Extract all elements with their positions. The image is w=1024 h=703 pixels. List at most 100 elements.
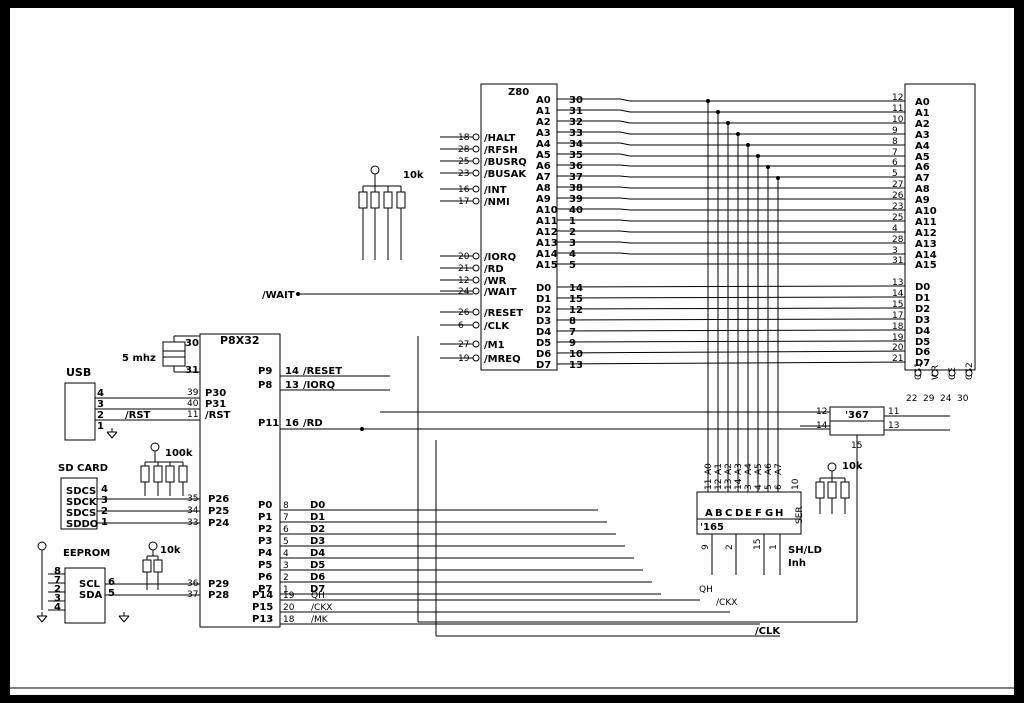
ground-symbol [106,431,113,439]
z80-addr-pin: 38 [569,183,583,194]
mcu-port-name: P5 [258,560,272,571]
shift-bottom-pin: 2 [725,544,735,550]
mcu-xtal-pin: 31 [185,365,199,376]
address-wire [619,230,631,233]
mem-addr-pin: 5 [892,169,898,179]
pin-bubble [472,276,480,284]
z80-data-label: D5 [536,338,551,349]
mem-addr-pin: 23 [892,202,903,212]
mcu-bottom-name: P15 [252,602,273,613]
z80-control-label: /HALT [484,133,515,144]
address-wire [619,252,631,255]
usb-pin-num: 1 [97,421,104,432]
mem-data-pin: 17 [892,311,903,321]
data-wire [556,296,906,299]
z80-chip [480,83,558,371]
z80-addr-pin: 33 [569,128,583,139]
mem-data-label: D0 [915,282,930,293]
pin-bubble [931,369,939,377]
mem-addr-label: A3 [915,130,930,141]
mcu-port-pin: 8 [283,501,289,511]
mcu-port-name: P3 [258,536,272,547]
pin-bubble [948,369,956,377]
mcu-usb-pin: 39 [187,388,199,398]
z80-data-label: D7 [536,360,551,371]
z80-data-label: D0 [536,283,551,294]
power-symbol [37,541,47,551]
mem-data-pin: 20 [892,343,904,353]
mcu-port-signal: D4 [310,548,325,559]
shld-label: SH/LD [788,545,822,556]
mcu-ee-name: P28 [208,590,229,601]
z80-data-label: D2 [536,305,551,316]
z80-addr-label: A5 [536,150,551,161]
address-wire [619,98,631,102]
mcu-port-name: P7 [258,584,272,595]
z80-control-label: /RESET [484,308,523,319]
mcu-bottom-name: P14 [252,590,273,601]
ground-symbol [41,615,48,623]
shift-input-addr: A6 [764,463,774,475]
mem-addr-label: A7 [915,173,930,184]
z80-addr-pin: 34 [569,139,583,150]
mcu-bottom-name: P13 [252,614,273,625]
data-wire [556,307,906,310]
mem-data-pin: 15 [892,300,903,310]
resistor [827,481,837,499]
mcu-port-pin: 2 [283,573,289,583]
z80-control-pin: 12 [458,276,469,286]
ckx-label: /CKX [716,598,737,608]
pin-bubble [472,354,480,362]
resistor [358,191,368,209]
z80-control-label: /RFSH [484,145,518,156]
mem-addr-pin: 7 [892,148,898,158]
shift-input-addr: A0 [704,463,714,475]
z80-data-pin: 14 [569,283,583,294]
z80-control-pin: 28 [458,145,470,155]
shift-input-addr: A5 [754,463,764,475]
z80-control-label: /MREQ [484,354,521,365]
pin-bubble [472,197,480,205]
shift-ser-pin: 10 [791,478,801,490]
mcu-sd-name: P25 [208,506,229,517]
mem-addr-label: A9 [915,195,930,206]
z80-control-pin: 23 [458,169,469,179]
buffer-title: '367 [845,410,869,421]
address-wire [619,186,631,189]
mcu-port-name: P2 [258,524,272,535]
ee-right-pin: 5 [108,588,115,599]
buffer-out-pin: 11 [888,407,899,417]
mem-addr-pin: 25 [892,213,903,223]
pin-bubble [472,157,480,165]
power-symbol [370,165,380,175]
sdcard-label: SD CARD [58,463,108,474]
resistor [153,465,163,483]
resistor [370,191,380,209]
mem-addr-label: A4 [915,141,930,152]
resistor [815,481,825,499]
z80-control-label: /NMI [484,197,510,208]
mem-addr-label: A5 [915,152,930,163]
address-wire [619,109,631,113]
address-wire [619,153,631,157]
mem-addr-pin: 9 [892,126,898,136]
mcu-title: P8X32 [220,334,260,347]
data-wire [556,340,906,343]
address-wire [619,131,631,135]
z80-control-label: /BUSAK [484,169,527,180]
z80-control-pin: 16 [458,185,470,195]
ee-pin-num: 7 [54,575,61,586]
power-symbol [150,442,160,452]
mcu-xtal-pin: 30 [185,338,199,349]
mcu-pin-signal: /IORQ [303,380,335,391]
z80-data-pin: 7 [569,327,576,338]
resistor [383,191,393,209]
ser-label: SER [795,506,805,524]
mem-control-pin: 30 [957,394,969,404]
z80-control-label: /BUSRQ [484,157,527,168]
z80-addr-label: A1 [536,106,551,117]
resistor-ee-label: 10k [160,545,181,556]
z80-data-label: D6 [536,349,551,360]
z80-data-pin: 8 [569,316,576,327]
